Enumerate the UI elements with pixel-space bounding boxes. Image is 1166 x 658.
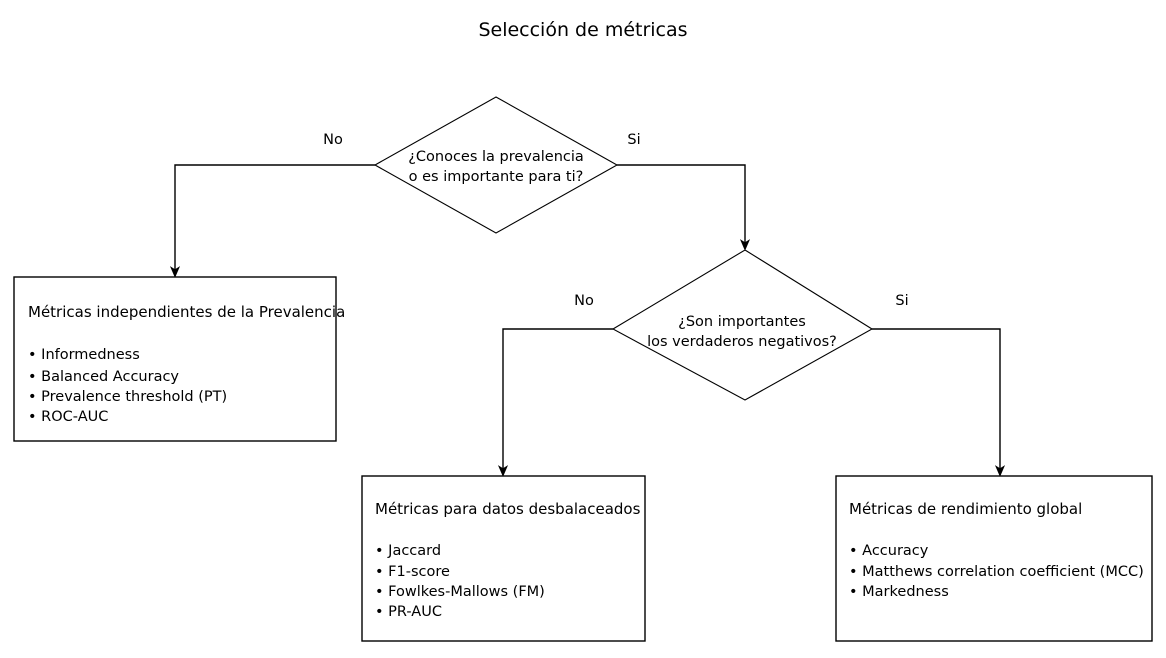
decision-true-negatives-line1: ¿Son importantes	[678, 314, 806, 330]
outcome-item: • Fowlkes-Mallows (FM)	[375, 584, 545, 600]
outcome-item: • Matthews correlation coefficient (MCC)	[849, 564, 1144, 580]
edge-decision-prevalence-si	[617, 164, 751, 251]
outcome-item: • Markedness	[849, 584, 949, 600]
outcome-item: • Jaccard	[375, 543, 441, 559]
edge-label-true-negatives-no: No	[574, 293, 594, 309]
outcome-item: • Balanced Accuracy	[28, 369, 179, 385]
outcome-item: • F1-score	[375, 564, 450, 580]
outcome-item: • PR-AUC	[375, 604, 442, 620]
decision-node-prevalence[interactable]: ¿Conoces la prevalencia o es importante …	[373, 96, 619, 234]
outcome-item: • ROC-AUC	[28, 409, 108, 425]
diamond-shape	[373, 96, 619, 234]
outcome-box-imbalanced[interactable]: Métricas para datos desbalaceados • Jacc…	[361, 475, 646, 642]
box-shape	[13, 276, 337, 442]
page-title: Selección de métricas	[478, 19, 687, 41]
outcome-title: Métricas independientes de la Prevalenci…	[28, 303, 345, 321]
decision-node-true-negatives[interactable]: ¿Son importantes los verdaderos negativo…	[611, 249, 874, 401]
decision-true-negatives-line2: los verdaderos negativos?	[647, 334, 837, 350]
outcome-box-global-performance[interactable]: Métricas de rendimiento global • Accurac…	[835, 475, 1153, 642]
outcome-box-prevalence-independent[interactable]: Métricas independientes de la Prevalenci…	[13, 276, 345, 442]
edge-decision-true-negatives-no	[497, 328, 613, 477]
outcome-item: • Informedness	[28, 347, 140, 363]
decision-prevalence-line1: ¿Conoces la prevalencia	[408, 149, 584, 165]
box-shape	[835, 475, 1153, 642]
outcome-item: • Accuracy	[849, 543, 929, 559]
edge-label-prevalence-no: No	[323, 132, 343, 148]
edge-label-true-negatives-si: Si	[895, 293, 908, 309]
edge-decision-true-negatives-si	[872, 328, 1006, 477]
edge-label-prevalence-si: Si	[627, 132, 640, 148]
diamond-shape	[611, 249, 874, 401]
decision-prevalence-line2: o es importante para ti?	[409, 169, 584, 185]
edge-decision-prevalence-no	[169, 164, 375, 278]
outcome-item: • Prevalence threshold (PT)	[28, 389, 227, 405]
outcome-title: Métricas para datos desbalaceados	[375, 500, 641, 518]
box-shape	[361, 475, 646, 642]
outcome-title: Métricas de rendimiento global	[849, 500, 1082, 518]
